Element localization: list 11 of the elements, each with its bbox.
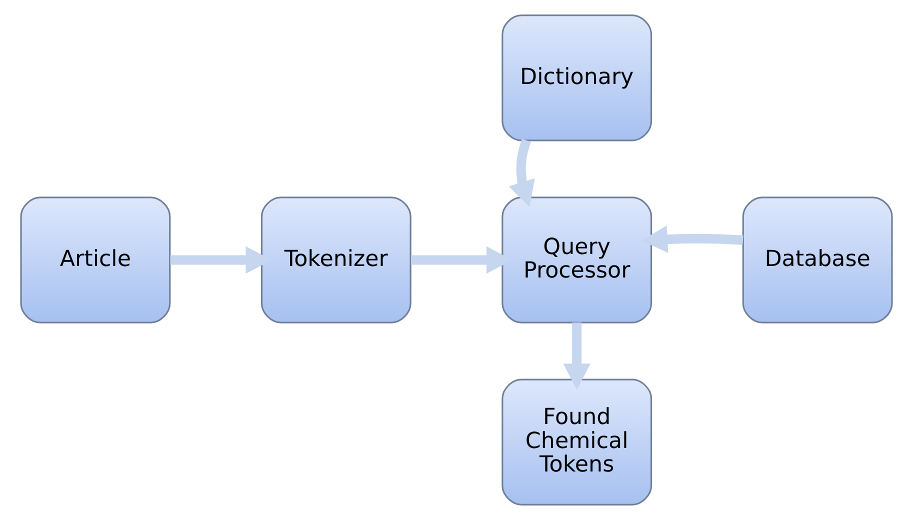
node-box: Tokenizer	[260, 196, 411, 323]
node-box: Query Processor	[501, 196, 652, 323]
arrow	[640, 225, 743, 252]
node-box: Article	[20, 196, 170, 323]
arrow	[170, 246, 272, 274]
node-box: Dictionary	[501, 14, 652, 141]
arrow	[410, 246, 512, 274]
arrow	[562, 322, 590, 390]
node-box: Found Chemical Tokens	[501, 378, 652, 505]
node-box: Database	[742, 196, 892, 323]
arrow	[508, 138, 534, 207]
